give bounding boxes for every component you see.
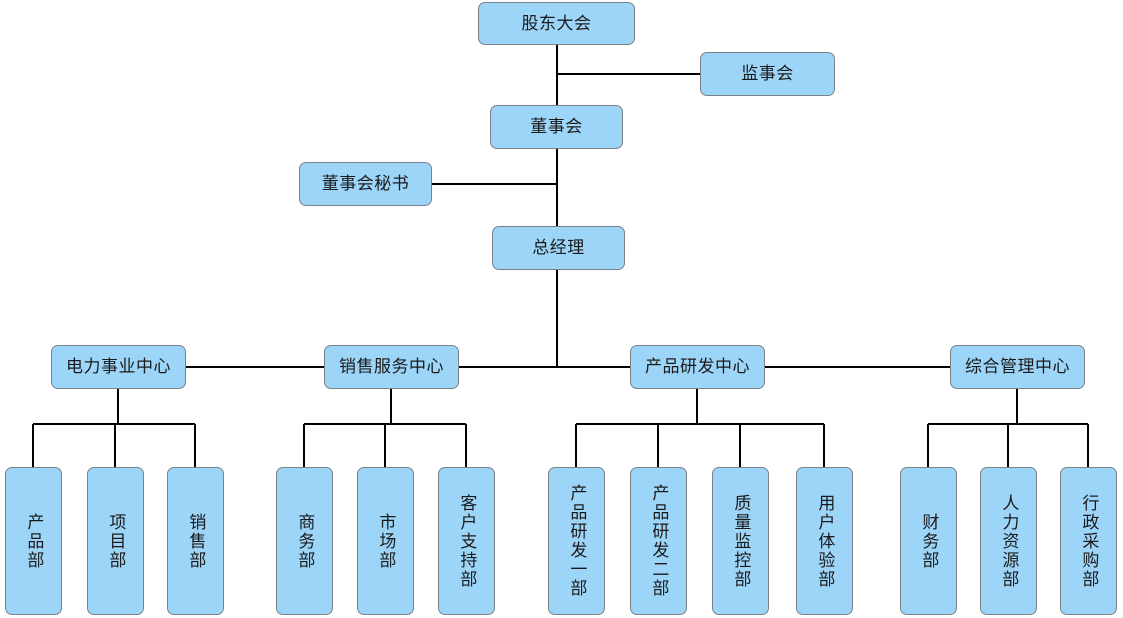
node-rd-dept-2[interactable]: 产品研发二部 [630, 467, 687, 615]
node-customer-support-dept[interactable]: 客户支持部 [438, 467, 495, 615]
node-label: 质量监控部 [731, 493, 751, 589]
node-quality-control-dept[interactable]: 质量监控部 [712, 467, 769, 615]
node-label: 人力资源部 [999, 493, 1019, 589]
node-label: 综合管理中心 [965, 357, 1070, 377]
node-label: 销售服务中心 [339, 357, 444, 377]
node-label: 总经理 [532, 238, 585, 258]
node-sales-dept[interactable]: 销售部 [167, 467, 224, 615]
node-label: 客户支持部 [457, 493, 477, 589]
node-label: 产品研发二部 [649, 484, 669, 598]
node-label: 董事会 [530, 117, 583, 137]
node-general-manager[interactable]: 总经理 [492, 226, 625, 270]
node-business-dept[interactable]: 商务部 [276, 467, 333, 615]
node-admin-procurement-dept[interactable]: 行政采购部 [1060, 467, 1117, 615]
node-rd-dept-1[interactable]: 产品研发一部 [548, 467, 605, 615]
node-label: 产品部 [24, 512, 44, 570]
node-label: 监事会 [741, 64, 794, 84]
node-product-dept[interactable]: 产品部 [5, 467, 62, 615]
node-label: 用户体验部 [815, 493, 835, 589]
node-marketing-dept[interactable]: 市场部 [357, 467, 414, 615]
node-board-of-directors[interactable]: 董事会 [490, 105, 623, 149]
node-label: 产品研发一部 [567, 484, 587, 598]
node-sales-service-center[interactable]: 销售服务中心 [324, 345, 459, 389]
node-board-secretary[interactable]: 董事会秘书 [299, 162, 432, 206]
node-hr-dept[interactable]: 人力资源部 [980, 467, 1037, 615]
node-general-management-center[interactable]: 综合管理中心 [950, 345, 1085, 389]
node-label: 电力事业中心 [66, 357, 171, 377]
node-supervisory-board[interactable]: 监事会 [700, 52, 835, 96]
node-label: 财务部 [919, 512, 939, 570]
node-label: 董事会秘书 [321, 174, 410, 194]
node-label: 项目部 [106, 512, 126, 570]
node-label: 商务部 [295, 512, 315, 570]
node-label: 股东大会 [521, 13, 592, 33]
node-label: 市场部 [376, 512, 396, 570]
node-label: 行政采购部 [1079, 493, 1099, 589]
node-finance-dept[interactable]: 财务部 [900, 467, 957, 615]
node-shareholders-meeting[interactable]: 股东大会 [478, 2, 635, 45]
node-label: 销售部 [186, 512, 206, 570]
node-project-dept[interactable]: 项目部 [87, 467, 144, 615]
node-user-experience-dept[interactable]: 用户体验部 [796, 467, 853, 615]
node-label: 产品研发中心 [645, 357, 750, 377]
node-product-rd-center[interactable]: 产品研发中心 [630, 345, 765, 389]
node-power-business-center[interactable]: 电力事业中心 [51, 345, 186, 389]
